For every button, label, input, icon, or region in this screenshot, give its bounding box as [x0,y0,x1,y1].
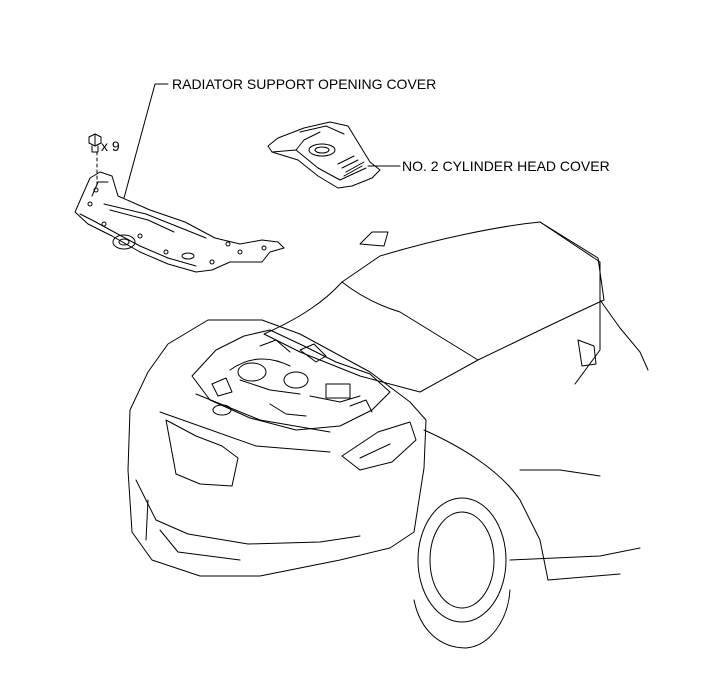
engine-bay [191,329,391,433]
clip-quantity-label: x 9 [101,138,120,154]
clip-icon [88,133,102,153]
headlight [341,421,417,471]
cylinder-head-cover-label: NO. 2 CYLINDER HEAD COVER [402,158,610,174]
front-fascia [127,319,427,577]
radiator-cover-leader [123,83,169,199]
radiator-support-opening-cover [74,171,285,273]
cylinder-head-cover [267,121,381,189]
car-illustration [127,221,649,649]
hood [263,221,605,393]
leader-lines [96,83,401,199]
front-wheel [417,497,507,623]
radiator-support-opening-cover-label: RADIATOR SUPPORT OPENING COVER [172,76,437,92]
